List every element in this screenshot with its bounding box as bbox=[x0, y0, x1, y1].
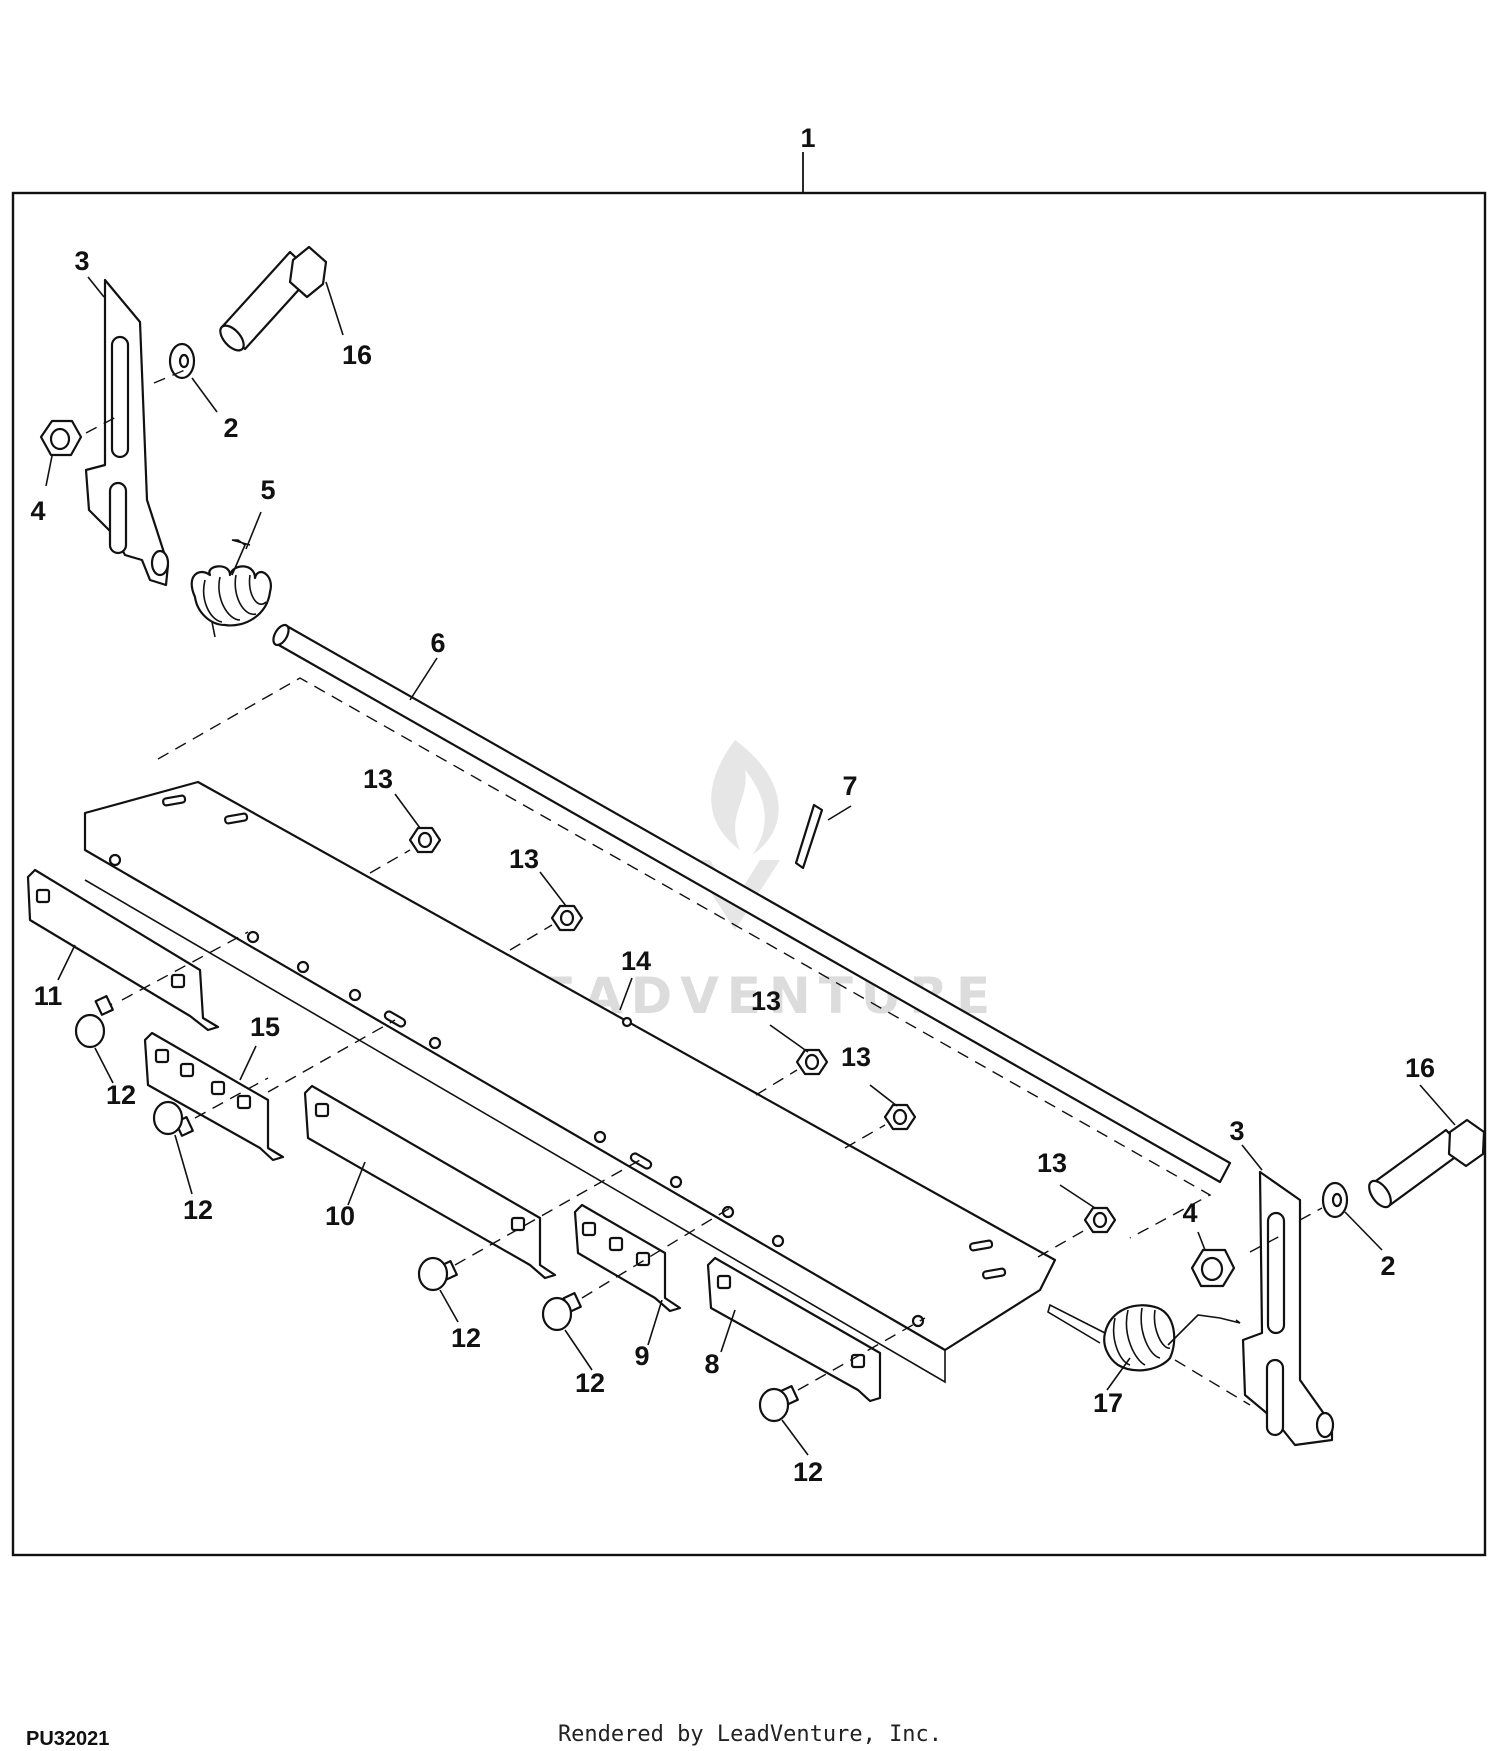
callout-6: 6 bbox=[430, 628, 445, 658]
nut-13c bbox=[795, 1048, 829, 1076]
spring-lower bbox=[1047, 1303, 1241, 1372]
callout-12-d: 12 bbox=[575, 1368, 605, 1398]
callout-16-left: 16 bbox=[342, 340, 372, 370]
callout-3-left: 3 bbox=[74, 246, 89, 276]
nut-13b bbox=[550, 904, 584, 932]
bracket-right bbox=[1241, 1170, 1335, 1447]
callout-1: 1 bbox=[800, 123, 815, 153]
washer-left bbox=[168, 342, 196, 380]
callout-12-a: 12 bbox=[106, 1080, 136, 1110]
nut-left bbox=[39, 419, 83, 457]
callout-3-right: 3 bbox=[1229, 1116, 1244, 1146]
callout-8: 8 bbox=[704, 1349, 719, 1379]
rivet-b bbox=[152, 1100, 194, 1137]
watermark: LEADVENTURE bbox=[502, 740, 990, 1025]
callout-12-c: 12 bbox=[451, 1323, 481, 1353]
callout-13-a: 13 bbox=[363, 764, 393, 794]
callout-10: 10 bbox=[325, 1201, 355, 1231]
figure-id: PU32021 bbox=[26, 1728, 110, 1750]
pin bbox=[794, 803, 824, 870]
strip-10 bbox=[303, 1084, 557, 1280]
main-plate bbox=[83, 780, 1057, 1384]
strip-8 bbox=[706, 1256, 882, 1403]
strip-11 bbox=[26, 868, 220, 1032]
nut-13d bbox=[883, 1103, 917, 1131]
rivet-d bbox=[541, 1292, 582, 1332]
spring-upper bbox=[190, 539, 273, 638]
strip-15 bbox=[143, 1031, 285, 1162]
callout-12-e: 12 bbox=[793, 1457, 823, 1487]
callout-7: 7 bbox=[842, 771, 857, 801]
callout-4-right: 4 bbox=[1182, 1198, 1197, 1228]
callout-2-left: 2 bbox=[223, 413, 238, 443]
bracket-left bbox=[84, 278, 170, 587]
callout-13-b: 13 bbox=[509, 844, 539, 874]
nut-right bbox=[1190, 1248, 1236, 1288]
callout-13-c: 13 bbox=[751, 986, 781, 1016]
callout-2-right: 2 bbox=[1380, 1251, 1395, 1281]
strip-9 bbox=[573, 1203, 682, 1313]
assembly-dashed-outline bbox=[157, 677, 1212, 1239]
rivet-a bbox=[74, 995, 114, 1049]
callout-16-right: 16 bbox=[1405, 1053, 1435, 1083]
callout-13-d: 13 bbox=[841, 1042, 871, 1072]
leader-lines bbox=[45, 276, 1456, 1456]
assembly-lines bbox=[85, 369, 1323, 1406]
callout-12-b: 12 bbox=[183, 1195, 213, 1225]
callout-11: 11 bbox=[34, 981, 63, 1011]
callout-15: 15 bbox=[250, 1012, 280, 1042]
callout-13-e: 13 bbox=[1037, 1148, 1067, 1178]
callout-4-left: 4 bbox=[30, 496, 45, 526]
rod bbox=[272, 623, 1232, 1184]
callout-17: 17 bbox=[1093, 1388, 1123, 1418]
callouts: 1 3 16 2 4 5 6 7 13 13 14 13 13 13 11 12… bbox=[30, 123, 1435, 1487]
bolt-left bbox=[219, 245, 328, 352]
nut-13e bbox=[1083, 1206, 1117, 1234]
callout-14: 14 bbox=[621, 946, 651, 976]
rivet-e bbox=[758, 1385, 799, 1423]
washer-right bbox=[1321, 1181, 1349, 1219]
rivet-c bbox=[417, 1256, 458, 1292]
bolt-right bbox=[1368, 1118, 1486, 1209]
callout-5: 5 bbox=[260, 475, 275, 505]
callout-9: 9 bbox=[634, 1341, 649, 1371]
nut-13a bbox=[408, 826, 442, 854]
assembly-frame bbox=[11, 191, 1487, 1557]
render-credit: Rendered by LeadVenture, Inc. bbox=[557, 1722, 943, 1747]
flame-logo-icon bbox=[711, 740, 779, 855]
